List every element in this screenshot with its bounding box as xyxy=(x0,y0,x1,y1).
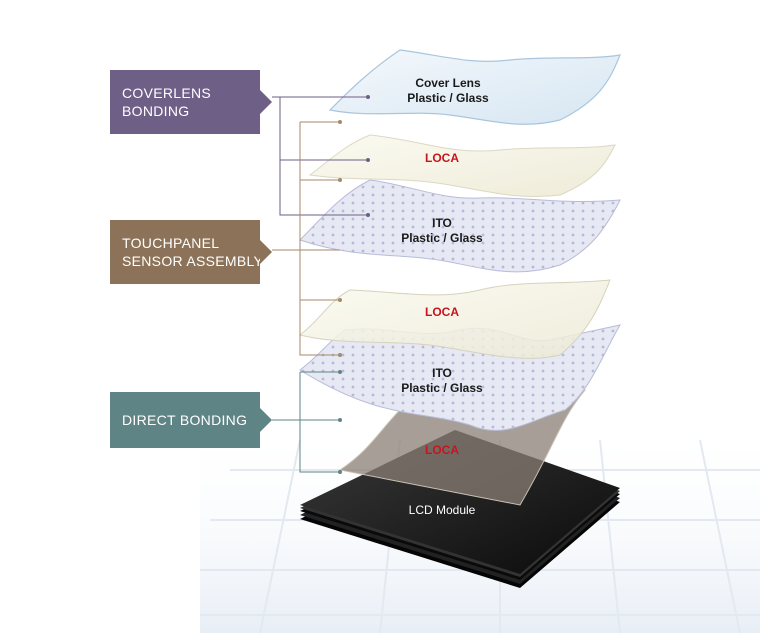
direct-tag-line1: DIRECT BONDING xyxy=(122,412,248,428)
coverlens-connector-dots xyxy=(366,95,370,217)
ito-label-1: ITO Plastic / Glass xyxy=(372,216,512,246)
ito-label-2-line2: Plastic / Glass xyxy=(401,381,483,395)
loca-label-1: LOCA xyxy=(372,151,512,166)
touchpanel-tag-line1: TOUCHPANEL xyxy=(122,235,220,251)
direct-connector-dots xyxy=(338,370,342,474)
loca-label-2-text: LOCA xyxy=(425,305,459,319)
ito-label-2: ITO Plastic / Glass xyxy=(372,366,512,396)
ito-layer-1 xyxy=(299,179,621,273)
loca-layer-1 xyxy=(308,134,616,198)
touchpanel-sensor-assembly-tag: TOUCHPANEL SENSOR ASSEMBLY xyxy=(110,220,272,284)
loca-label-2: LOCA xyxy=(372,305,512,320)
touchpanel-tag-line2: SENSOR ASSEMBLY xyxy=(122,253,264,269)
direct-connectors xyxy=(272,371,340,473)
lcd-module-label-text: LCD Module xyxy=(408,503,476,517)
loca-label-3: LOCA xyxy=(372,443,512,458)
cover-lens-label-line2: Plastic / Glass xyxy=(407,91,489,105)
cover-lens-label-line1: Cover Lens xyxy=(415,76,481,90)
cover-lens-label: Cover Lens Plastic / Glass xyxy=(378,76,518,106)
lcd-module-label: LCD Module xyxy=(372,503,512,518)
cover-lens-layer xyxy=(328,49,621,125)
coverlens-tag-line2: BONDING xyxy=(122,103,190,119)
ito-label-1-line2: Plastic / Glass xyxy=(401,231,483,245)
loca-label-3-text: LOCA xyxy=(425,443,459,457)
coverlens-connectors xyxy=(272,96,368,216)
touchpanel-connector-dots xyxy=(338,120,342,357)
coverlens-bonding-tag: COVERLENS BONDING xyxy=(110,70,272,134)
touchpanel-connectors xyxy=(272,121,340,356)
lcd-module xyxy=(300,430,620,588)
direct-bonding-tag: DIRECT BONDING xyxy=(110,392,272,448)
loca-label-1-text: LOCA xyxy=(425,151,459,165)
coverlens-tag-line1: COVERLENS xyxy=(122,85,212,101)
loca-layer-2 xyxy=(298,279,611,359)
ito-label-2-line1: ITO xyxy=(432,366,452,380)
ito-label-1-line1: ITO xyxy=(432,216,452,230)
